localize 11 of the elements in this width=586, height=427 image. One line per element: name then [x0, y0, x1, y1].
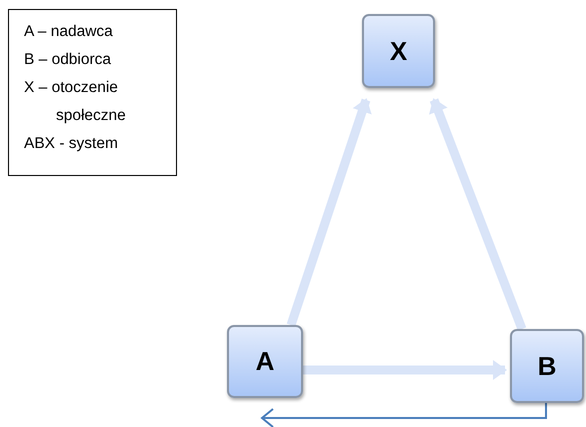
arrow — [261, 403, 547, 427]
key-entry: B – odbiorca — [24, 50, 112, 70]
key-entry: A – nadawca — [24, 22, 114, 42]
key-entry: ABX - system — [24, 134, 119, 154]
letter-box: A — [227, 325, 303, 398]
arrow — [428, 98, 526, 331]
arrow — [286, 98, 372, 326]
letter-box: B — [510, 329, 584, 403]
key-entry: X – otoczenie społeczne — [24, 78, 127, 126]
letter-box: X — [362, 14, 435, 88]
arrow — [303, 360, 507, 380]
